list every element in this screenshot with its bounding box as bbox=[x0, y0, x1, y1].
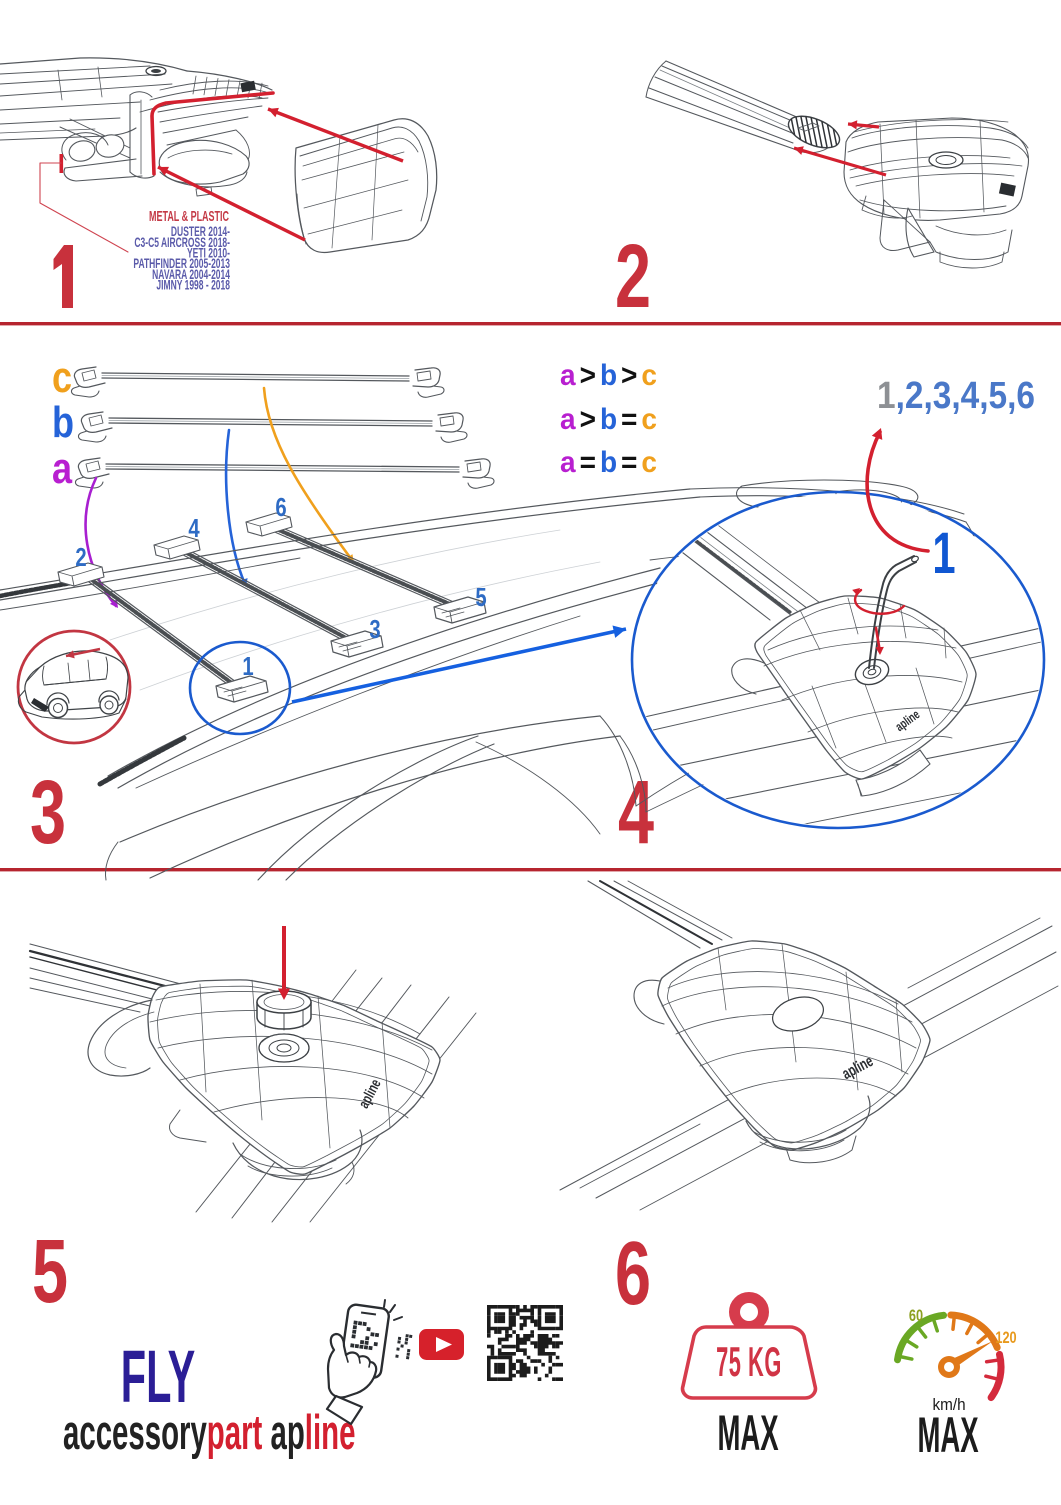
svg-text:3: 3 bbox=[30, 762, 66, 863]
svg-text:FLY: FLY bbox=[121, 1335, 195, 1418]
svg-text:MAX: MAX bbox=[717, 1404, 778, 1461]
svg-text:2: 2 bbox=[75, 543, 86, 572]
svg-text:JIMNY 1998 - 2018: JIMNY 1998 - 2018 bbox=[156, 277, 230, 293]
svg-text:1: 1 bbox=[242, 652, 253, 681]
svg-text:METAL & PLASTIC: METAL & PLASTIC bbox=[149, 208, 229, 225]
svg-text:4: 4 bbox=[618, 762, 654, 863]
svg-text:C3-C5 AIRCROSS 2018-: C3-C5 AIRCROSS 2018- bbox=[134, 235, 230, 251]
svg-text:5: 5 bbox=[32, 1221, 68, 1322]
svg-text:60: 60 bbox=[909, 1306, 923, 1325]
svg-text:5: 5 bbox=[475, 583, 486, 612]
svg-text:a>b>c: a>b>c bbox=[560, 359, 661, 392]
svg-text:PATHFINDER 2005-2013: PATHFINDER 2005-2013 bbox=[133, 256, 230, 272]
svg-text:1: 1 bbox=[932, 520, 955, 585]
svg-text:a>b=c: a>b=c bbox=[560, 403, 661, 436]
svg-text:km/h: km/h bbox=[932, 1395, 965, 1414]
svg-text:accessorypart apline: accessorypart apline bbox=[63, 1404, 355, 1460]
svg-text:6: 6 bbox=[275, 493, 286, 522]
svg-text:MAX: MAX bbox=[917, 1406, 978, 1463]
svg-text:120: 120 bbox=[995, 1328, 1016, 1347]
svg-text:2: 2 bbox=[615, 226, 651, 327]
svg-text:NAVARA 2004-2014: NAVARA 2004-2014 bbox=[152, 267, 230, 283]
svg-text:c: c bbox=[52, 353, 72, 402]
svg-text:4: 4 bbox=[188, 514, 199, 543]
svg-text:b: b bbox=[52, 398, 74, 447]
svg-text:1,2,3,4,5,6: 1,2,3,4,5,6 bbox=[877, 374, 1035, 416]
svg-text:75 KG: 75 KG bbox=[716, 1340, 782, 1386]
svg-text:a: a bbox=[52, 444, 73, 493]
svg-text:a=b=c: a=b=c bbox=[560, 446, 661, 479]
svg-text:DUSTER 2014-: DUSTER 2014- bbox=[171, 224, 230, 240]
svg-text:6: 6 bbox=[615, 1223, 651, 1324]
svg-text:3: 3 bbox=[369, 615, 380, 644]
svg-text:YETI 2010-: YETI 2010- bbox=[187, 245, 230, 261]
